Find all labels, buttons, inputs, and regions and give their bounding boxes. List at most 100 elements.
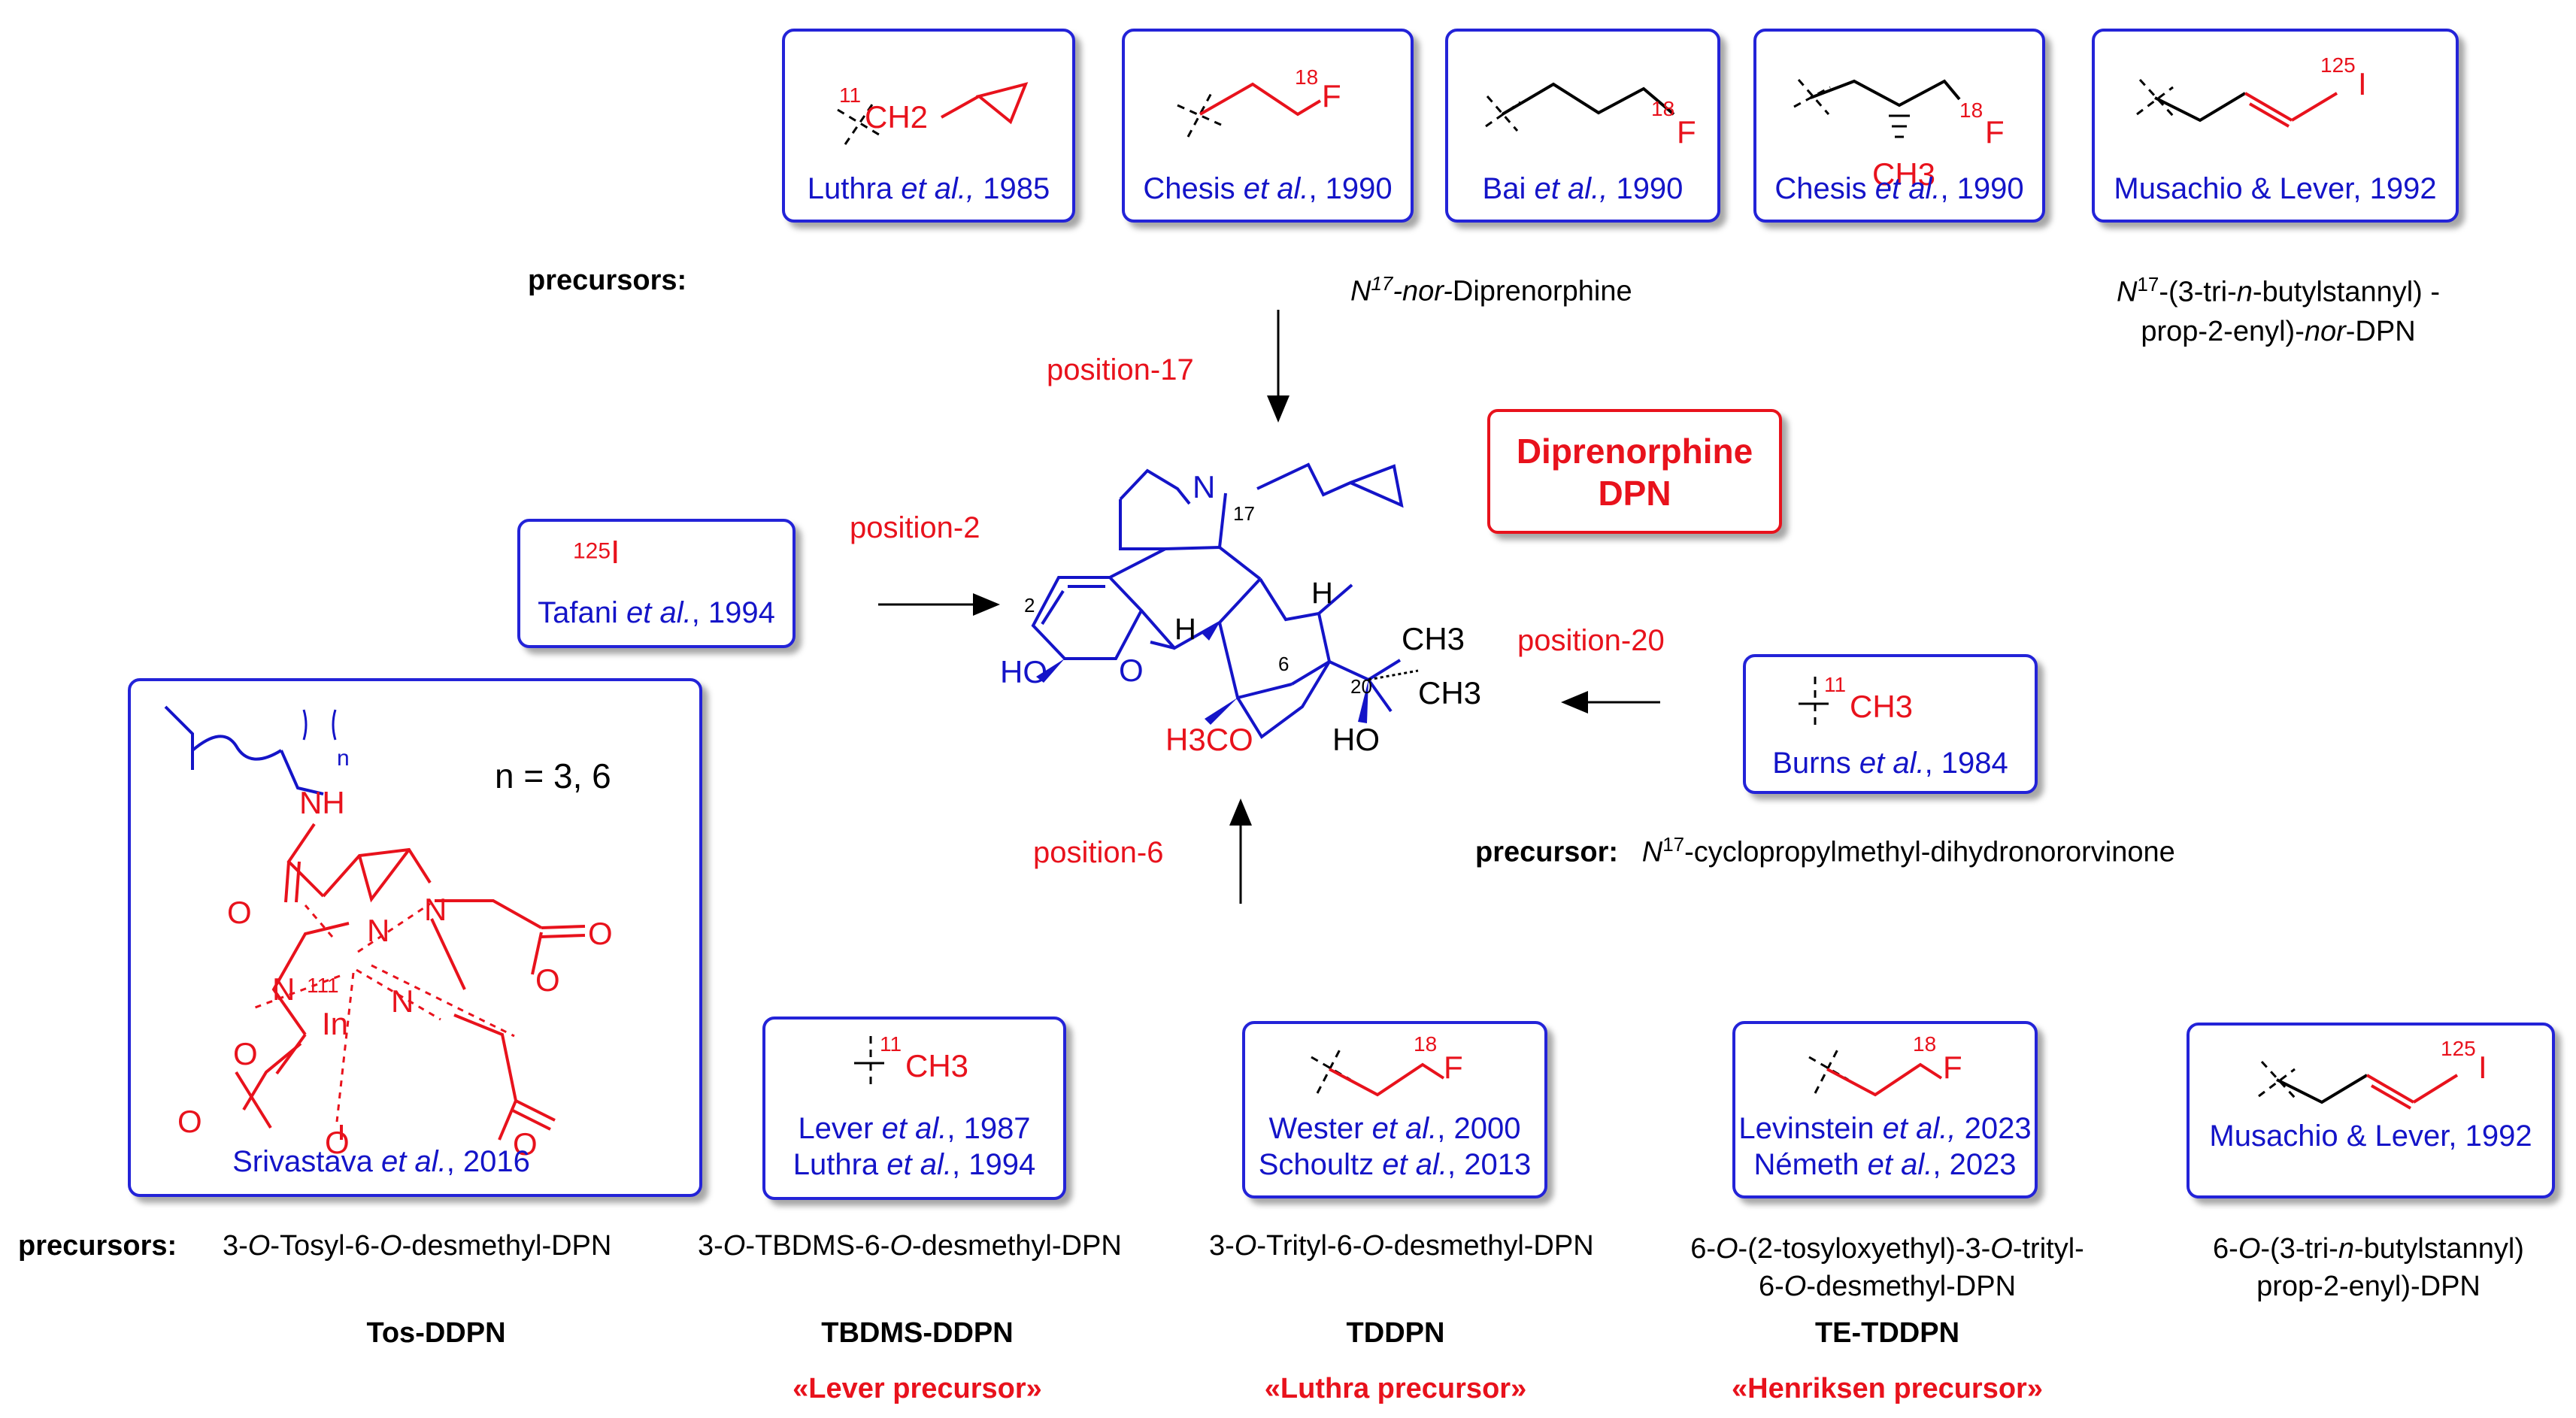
iodopropenyl-structure: 125 I — [2136, 53, 2367, 128]
fluorine-atom: F — [1985, 114, 2005, 150]
reagent-box-srivastava-2016: n n = 3, 6 NH N N — [128, 678, 702, 1197]
n-subscript: n — [337, 746, 350, 771]
methylcyclopropyl-11c-structure: 11 CH2 — [837, 82, 1029, 145]
citation: Luthra et al., 1985 — [807, 172, 1050, 205]
carbonyl-o-2: O — [177, 1104, 202, 1139]
isotope-label: 18 — [1959, 98, 1983, 122]
position-6-number: 6 — [1278, 653, 1289, 675]
precursor-tbdms: 3-O-TBDMS-6-O-desmethyl-DPN — [698, 1230, 1122, 1262]
n17-atom: N — [1193, 469, 1215, 504]
reagent-box-lever-1987: 11 CH3 Lever et al., 1987 Luthra et al.,… — [762, 1017, 1066, 1200]
citation-2: Luthra et al., 1994 — [792, 1148, 1036, 1181]
amine-n-2: N — [367, 913, 389, 948]
methoxy-h3co: H3CO — [1165, 722, 1253, 757]
precursor-nor-diprenorphine: N17-nor-Diprenorphine — [1350, 272, 1632, 308]
indium-mass-number: 111 — [307, 974, 339, 997]
reagent-box-musachio-1992-bottom: 125 I Musachio & Lever, 1992 — [2187, 1023, 2555, 1198]
reagent-box-chesis-1990-a: 18 F Chesis et al., 1990 — [1122, 29, 1414, 223]
reagent-box-burns-1984: 11 CH3 Burns et al., 1984 — [1743, 654, 2038, 794]
reagent-box-musachio-1992-top: 125 I Musachio & Lever, 1992 — [2092, 29, 2459, 223]
compound-abbreviation: DPN — [1598, 474, 1671, 513]
reagent-box-tafani-1994: 125I Tafani et al., 1994 — [517, 519, 796, 648]
iodine-125-label: 125I — [573, 534, 620, 571]
isotope-label: 125 — [2320, 53, 2356, 77]
citation: Chesis et al., 1990 — [1774, 172, 2024, 205]
methyl-bottom: CH3 — [1418, 675, 1481, 711]
citation-1: Lever et al., 1987 — [798, 1112, 1031, 1145]
fluorine-atom: F — [1322, 78, 1341, 114]
carbonyl-o-3: O — [588, 916, 613, 951]
isotope-label: 11 — [839, 83, 861, 107]
fluoroethyl-structure: 18 F — [1311, 1032, 1463, 1097]
reagent-box-chesis-1990-b: CH3 18 F Chesis et al., 1990 — [1753, 29, 2045, 223]
methyl-group: CH3 — [1850, 689, 1913, 724]
precursor-tosyloxyethyl: 6-O-(2-tosyloxyethyl)-3-O-trityl- 6-O-de… — [1690, 1233, 2084, 1302]
citation-1: Levinstein et al., 2023 — [1738, 1112, 2032, 1145]
citation-2: Schoultz et al., 2013 — [1258, 1148, 1532, 1181]
fluoroethyl-structure: 18 F — [1808, 1032, 1962, 1097]
isotope-label: 18 — [1414, 1032, 1437, 1056]
fluorobutyl-structure: 18 F — [1485, 82, 1696, 150]
abbreviation-te-tddpn: TE-TDDPN — [1814, 1317, 1960, 1349]
citation: Burns et al., 1984 — [1772, 747, 2008, 780]
carboxylate-o-3: O — [325, 1125, 350, 1160]
fluorine-atom: F — [1444, 1050, 1463, 1085]
methyl-11c-structure: 11 CH3 — [854, 1032, 968, 1090]
isotope-label: 11 — [1824, 673, 1846, 696]
abbreviation-tos-ddpn: Tos-DDPN — [366, 1317, 506, 1349]
isotope-label: 125 — [2441, 1037, 2476, 1060]
abbreviation-tddpn: TDDPN — [1346, 1317, 1445, 1349]
position-6-label: position-6 — [1033, 836, 1164, 869]
citation-2: Németh et al., 2023 — [1753, 1148, 2017, 1181]
precursor-tributylstannyl-dpn: 6-O-(3-tri-n-butylstannyl) prop-2-enyl)-… — [2213, 1233, 2524, 1302]
iodine-atom: I — [2358, 66, 2367, 102]
iodine-atom: I — [2478, 1050, 2487, 1085]
citation: Tafani et al., 1994 — [538, 596, 775, 629]
position-2-number: 2 — [1024, 594, 1035, 617]
reagent-box-wester-2000: 18 F Wester et al., 2000 Schoultz et al.… — [1242, 1021, 1547, 1198]
position-2-label: position-2 — [850, 511, 980, 544]
position-20-label: position-20 — [1517, 624, 1665, 657]
fluoroethyl-structure: 18 F — [1177, 65, 1341, 138]
fluorine-atom: F — [1943, 1050, 1962, 1085]
fluoromethylpropyl-structure: CH3 18 F — [1793, 79, 2005, 192]
nickname-lever-precursor: «Lever precursor» — [792, 1373, 1042, 1404]
amide-nh: NH — [299, 785, 345, 820]
methyl-group: CH3 — [1872, 156, 1935, 192]
nickname-luthra-precursor: «Luthra precursor» — [1264, 1373, 1527, 1404]
amine-n-3: N — [272, 971, 295, 1007]
diprenorphine-structure: N 17 2 6 20 HO O H H CH3 CH3 HO H3CO — [1000, 462, 1481, 757]
reagent-box-bai-1990: 18 F Bai et al., 1990 — [1445, 29, 1720, 223]
position-17-number: 17 — [1233, 502, 1255, 525]
ch2-group: CH2 — [865, 99, 928, 135]
isotope-label: 18 — [1913, 1032, 1936, 1056]
precursor-tosyl: 3-O-Tosyl-6-O-desmethyl-DPN — [223, 1230, 612, 1262]
nickname-henriksen-precursor: «Henriksen precursor» — [1732, 1373, 2043, 1404]
amine-n-4: N — [391, 983, 414, 1019]
position-20-number: 20 — [1350, 675, 1372, 698]
carboxylate-o: O — [233, 1036, 258, 1071]
isotope-label: 11 — [880, 1032, 902, 1056]
citation: Chesis et al., 1990 — [1143, 172, 1393, 205]
carbonyl-o: O — [227, 895, 252, 930]
reagent-box-levinstein-2023: 18 F Levinstein et al., 2023 Németh et a… — [1732, 1021, 2038, 1198]
phenol-ho: HO — [1000, 654, 1047, 689]
position-17-label: position-17 — [1047, 353, 1194, 386]
dota-indium-111-structure: n n = 3, 6 NH N N — [164, 705, 613, 1162]
iodopropenyl-structure: 125 I — [2258, 1037, 2487, 1110]
fluorine-atom: F — [1677, 114, 1696, 150]
hydrogen-14: H — [1311, 577, 1333, 610]
precursor-position-20: precursor: N17-cyclopropylmethyl-dihydro… — [1475, 833, 2175, 868]
hydrogen-5: H — [1174, 613, 1196, 646]
ether-oxygen: O — [1119, 653, 1144, 688]
citation: Srivastava et al., 2016 — [232, 1145, 530, 1178]
compound-name: Diprenorphine — [1516, 432, 1753, 471]
reagent-box-luthra-1985: 11 CH2 Luthra et al., 1985 — [782, 29, 1075, 223]
precursor-trityl: 3-O-Trityl-6-O-desmethyl-DPN — [1209, 1230, 1594, 1262]
amine-n: N — [424, 892, 447, 927]
carbonyl-o-4: O — [513, 1126, 538, 1162]
n-values: n = 3, 6 — [495, 756, 611, 795]
methyl-11c-structure: 11 CH3 — [1799, 673, 1913, 731]
citation: Musachio & Lever, 1992 — [2209, 1120, 2532, 1153]
